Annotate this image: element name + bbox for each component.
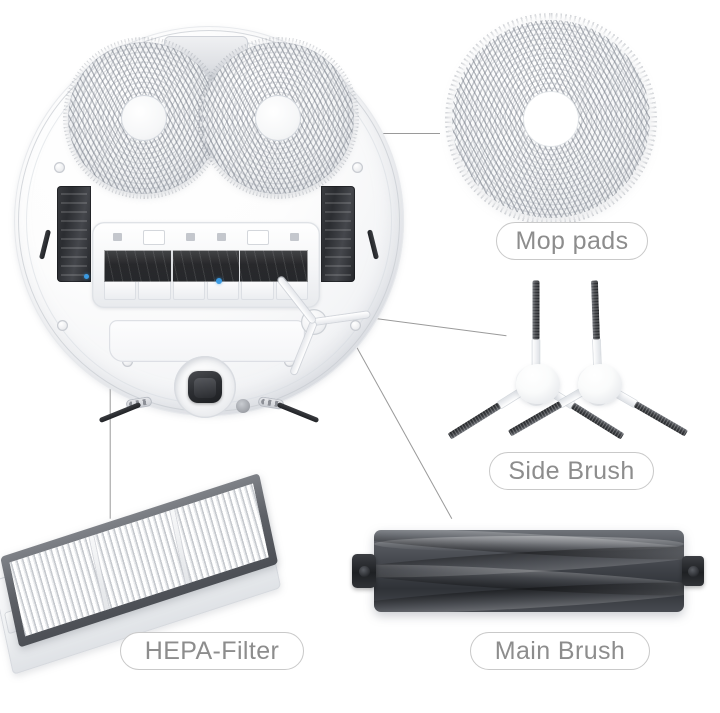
label-side-brush-text: Side Brush bbox=[508, 456, 635, 485]
label-mop-pads-text: Mop pads bbox=[515, 226, 629, 255]
side-brush-bristles bbox=[570, 402, 625, 439]
screw-top-left bbox=[54, 162, 65, 173]
mop-pad-part bbox=[445, 13, 657, 225]
main-brush-highlight bbox=[374, 536, 684, 552]
bay-latch-tab bbox=[246, 229, 269, 245]
comb-tooth bbox=[172, 282, 205, 300]
bay-dot bbox=[112, 233, 122, 241]
main-brush-roller bbox=[374, 530, 684, 612]
label-main-brush-text: Main Brush bbox=[494, 636, 626, 665]
label-hepa-filter-text: HEPA-Filter bbox=[144, 636, 280, 665]
cliff-sensor-slot-left bbox=[98, 401, 142, 424]
mounted-side-brush bbox=[277, 276, 370, 376]
label-main-brush: Main Brush bbox=[470, 632, 650, 670]
bay-dot bbox=[216, 233, 226, 241]
label-side-brush: Side Brush bbox=[489, 452, 654, 490]
side-brush-part-right bbox=[508, 279, 688, 436]
comb-tooth bbox=[206, 282, 240, 300]
side-brush-bristles bbox=[532, 280, 540, 340]
label-hepa-filter: HEPA-Filter bbox=[120, 632, 304, 670]
cliff-sensor-slot-right bbox=[276, 401, 320, 424]
bay-dot bbox=[290, 233, 300, 241]
main-brush-end-cap-left bbox=[352, 554, 376, 588]
main-brush-part bbox=[352, 530, 704, 612]
side-brush-hub bbox=[578, 364, 622, 404]
main-brush-end-cap-right bbox=[682, 556, 704, 586]
caster-wheel bbox=[188, 371, 222, 403]
roller-divider bbox=[238, 250, 241, 282]
screw-top-right bbox=[352, 162, 363, 173]
brush-comb-row bbox=[104, 282, 308, 300]
hepa-media-separator bbox=[89, 535, 110, 611]
roller-divider bbox=[171, 250, 173, 282]
comb-tooth bbox=[104, 282, 137, 300]
brush-bay-latches bbox=[102, 228, 310, 246]
caster-wheel-well bbox=[174, 356, 236, 418]
indicator-dot-blue-left bbox=[84, 274, 89, 279]
side-brush-bristles bbox=[447, 401, 502, 439]
comb-tooth bbox=[241, 282, 274, 300]
side-brush-housing-left bbox=[57, 186, 91, 282]
main-brush-bay bbox=[92, 222, 320, 308]
side-brush-hub bbox=[516, 364, 560, 404]
side-brush-housing-right bbox=[321, 186, 355, 282]
screw-bottom-right bbox=[350, 320, 361, 331]
side-brush-part-left bbox=[447, 280, 625, 439]
hepa-filter-perspective bbox=[0, 453, 304, 713]
label-mop-pads: Mop pads bbox=[496, 222, 648, 260]
hepa-media-separator bbox=[170, 509, 190, 585]
mop-pad-right-fringe bbox=[197, 37, 359, 199]
side-brush-bristles bbox=[591, 279, 600, 340]
main-brush-roller-window bbox=[104, 250, 308, 282]
screw-bottom-left bbox=[57, 320, 68, 331]
indicator-dot-blue bbox=[216, 278, 222, 284]
product-diagram: Mop pads bbox=[0, 0, 720, 681]
side-brush-bristles bbox=[633, 400, 688, 436]
bay-dot bbox=[186, 233, 196, 241]
cliff-sensor bbox=[236, 399, 250, 413]
dust-bin-panel bbox=[109, 320, 305, 362]
bay-latch-tab bbox=[142, 229, 165, 245]
comb-tooth bbox=[138, 282, 171, 300]
leader-line-mop-pads bbox=[352, 133, 440, 135]
robot-vacuum-underside bbox=[14, 26, 404, 424]
mop-pad-center-hole bbox=[524, 92, 578, 146]
